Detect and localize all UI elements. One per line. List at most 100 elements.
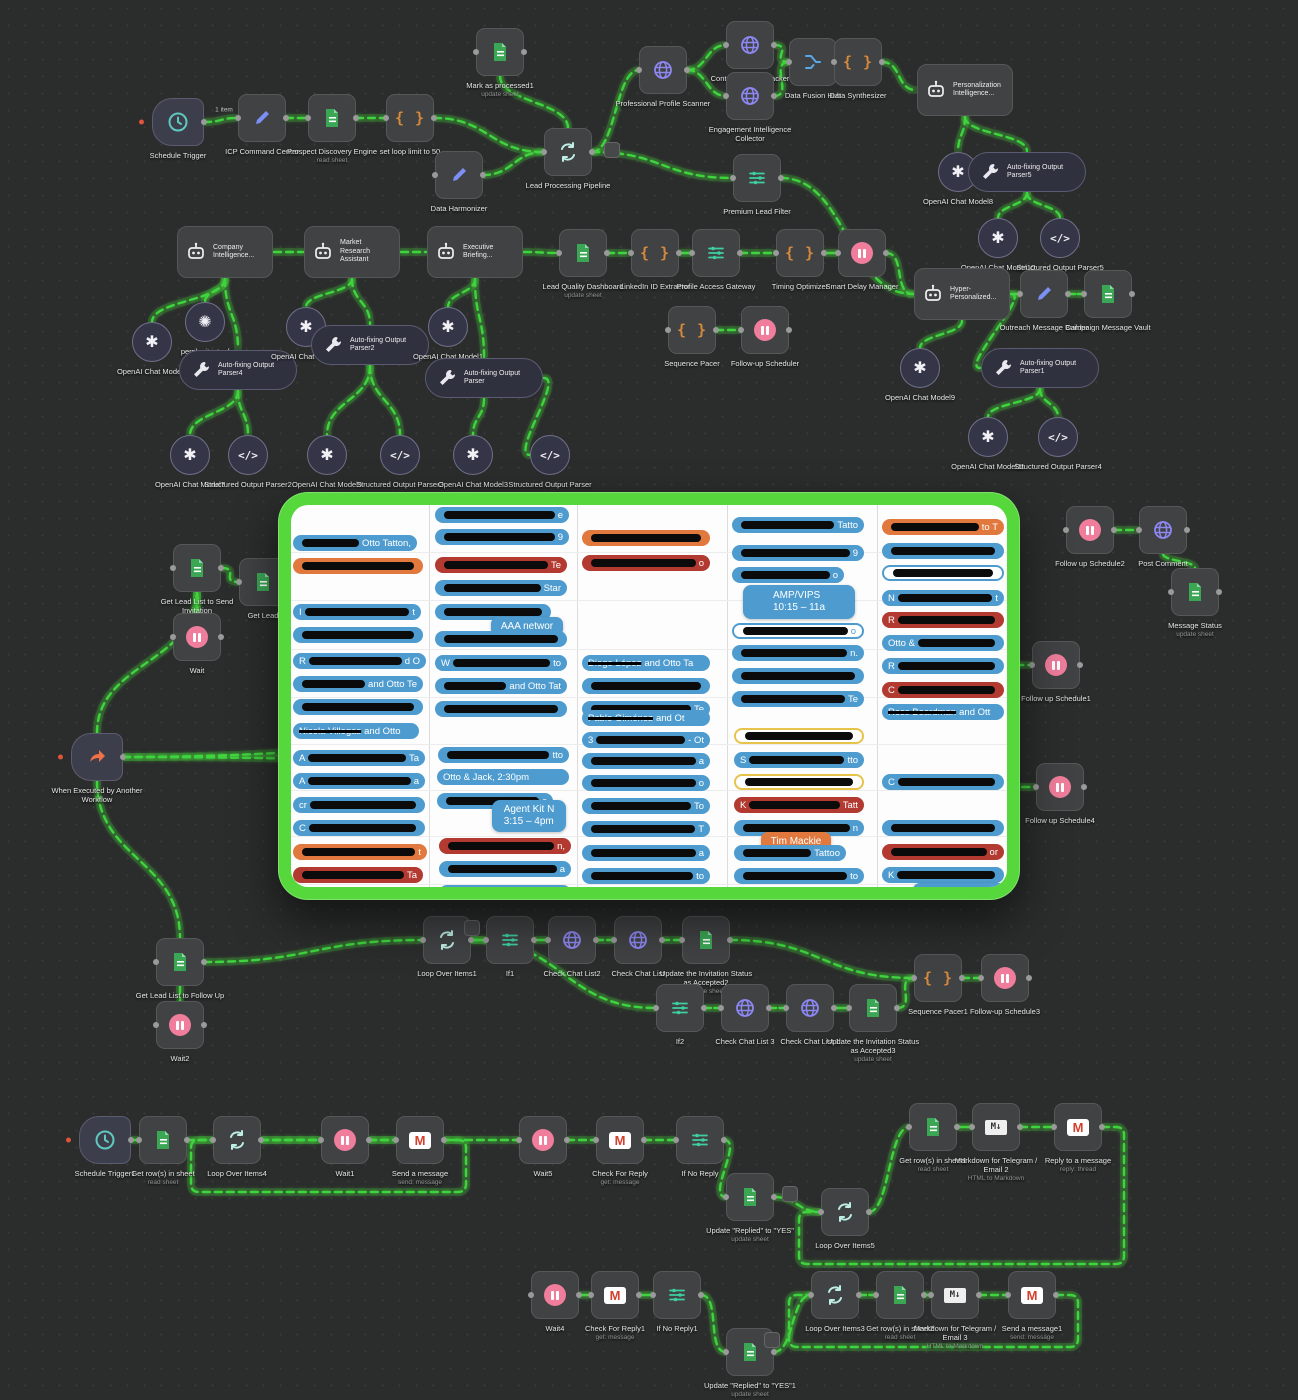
node-update-invite2[interactable]: Update the Invitation Status as Accepted… <box>660 916 752 995</box>
input-port[interactable] <box>723 42 729 48</box>
node-parser4[interactable]: Auto-fixing Output Parser4 <box>179 350 297 390</box>
node-body[interactable] <box>170 544 224 592</box>
node-sparser5[interactable]: </>Structured Output Parser5 <box>1016 218 1104 272</box>
input-port[interactable] <box>786 59 792 65</box>
node-body[interactable] <box>723 21 777 69</box>
node-perplexity[interactable]: ✺perplexity_tool <box>181 302 229 356</box>
input-port[interactable] <box>305 115 311 121</box>
node-outreach-builder[interactable]: Outreach Message Builder <box>1000 270 1088 332</box>
input-port[interactable] <box>1168 589 1174 595</box>
node-body[interactable] <box>723 72 777 120</box>
node-update-replied[interactable]: Update "Replied" to "YES"update sheet <box>706 1173 794 1243</box>
node-if-no-reply[interactable]: If No Reply <box>673 1116 727 1178</box>
mini-node[interactable] <box>782 1186 798 1202</box>
node-if-no-reply1[interactable]: If No Reply1 <box>650 1271 704 1333</box>
node-body[interactable]: M↓ <box>928 1271 982 1319</box>
node-engagement-collector[interactable]: Engagement Intelligence Collector <box>709 72 791 143</box>
output-port[interactable] <box>883 250 889 256</box>
output-port[interactable] <box>727 937 733 943</box>
node-body[interactable] <box>473 28 527 76</box>
node-loop-items3[interactable]: Loop Over Items3 <box>805 1271 865 1333</box>
node-body[interactable] <box>818 1188 872 1236</box>
node-oai3[interactable]: ✱OpenAI Chat Model3 <box>438 435 508 489</box>
node-icp-command-center[interactable]: ICP Command Center <box>225 94 299 156</box>
node-oai6[interactable]: ✱OpenAI Chat Model6 <box>117 322 187 376</box>
node-check-chat3[interactable]: Check Chat List 3 <box>715 984 775 1046</box>
input-port[interactable] <box>723 1349 729 1355</box>
input-port[interactable] <box>1136 527 1142 533</box>
output-port[interactable] <box>659 937 665 943</box>
output-port[interactable] <box>1129 291 1135 297</box>
node-body[interactable] <box>139 98 207 146</box>
output-port[interactable] <box>1053 1292 1059 1298</box>
output-port[interactable] <box>589 149 595 155</box>
output-port[interactable] <box>856 1292 862 1298</box>
node-body[interactable] <box>556 229 610 277</box>
input-port[interactable] <box>541 149 547 155</box>
output-port[interactable] <box>218 634 224 640</box>
node-sop0[interactable]: </>Structured Output Parser <box>508 435 592 489</box>
node-wait5[interactable]: Wait5 <box>516 1116 570 1178</box>
node-body[interactable] <box>541 128 595 176</box>
input-port[interactable] <box>588 1292 594 1298</box>
node-body[interactable]: M <box>1005 1271 1059 1319</box>
node-body[interactable]: { } <box>911 954 965 1002</box>
output-port[interactable] <box>1077 662 1083 668</box>
node-body[interactable]: </> <box>380 435 420 475</box>
node-body[interactable]: M↓ <box>969 1103 1023 1151</box>
input-port[interactable] <box>928 1292 934 1298</box>
output-port[interactable] <box>468 937 474 943</box>
output-port[interactable] <box>353 115 359 121</box>
node-body[interactable]: M <box>588 1271 642 1319</box>
input-port[interactable] <box>1029 662 1035 668</box>
output-port[interactable] <box>641 1137 647 1143</box>
input-port[interactable] <box>673 1137 679 1143</box>
output-port[interactable] <box>480 172 486 178</box>
node-body[interactable] <box>846 984 900 1032</box>
output-port[interactable] <box>431 115 437 121</box>
output-port[interactable] <box>531 937 537 943</box>
node-body[interactable]: ✱ <box>170 435 210 475</box>
input-port[interactable] <box>556 250 562 256</box>
node-body[interactable]: Auto-fixing Output Parser1 <box>981 348 1099 388</box>
input-port[interactable] <box>969 1124 975 1130</box>
input-port[interactable] <box>846 1005 852 1011</box>
node-body[interactable]: M <box>1051 1103 1105 1151</box>
node-body[interactable] <box>318 1116 372 1164</box>
node-body[interactable] <box>210 1116 264 1164</box>
node-body[interactable] <box>718 984 772 1032</box>
node-oai1[interactable]: ✱OpenAI Chat Model1 <box>413 307 483 361</box>
node-body[interactable] <box>723 1173 777 1221</box>
node-body[interactable]: M <box>593 1116 647 1164</box>
node-body[interactable] <box>170 613 224 661</box>
output-port[interactable] <box>771 93 777 99</box>
node-sop2[interactable]: </>Structured Output Parser2 <box>204 435 292 489</box>
node-wait1[interactable]: Wait1 <box>318 1116 372 1178</box>
output-port[interactable] <box>713 327 719 333</box>
node-body[interactable] <box>611 916 665 964</box>
node-smart-delay[interactable]: Smart Delay Manager <box>826 229 898 291</box>
input-port[interactable] <box>730 175 736 181</box>
output-port[interactable] <box>771 1194 777 1200</box>
output-port[interactable] <box>894 1005 900 1011</box>
output-port[interactable] <box>721 1137 727 1143</box>
node-body[interactable] <box>738 306 792 354</box>
input-port[interactable] <box>383 115 389 121</box>
input-port[interactable] <box>1017 291 1023 297</box>
node-check-chat2[interactable]: Check Chat List2 <box>543 916 601 978</box>
input-port[interactable] <box>679 937 685 943</box>
input-port[interactable] <box>818 1209 824 1215</box>
node-get-lead-invite[interactable]: Get Lead List to Send Invitationread she… <box>161 544 233 623</box>
input-port[interactable] <box>393 1137 399 1143</box>
node-body[interactable] <box>545 916 599 964</box>
input-port[interactable] <box>611 937 617 943</box>
output-port[interactable] <box>1081 784 1087 790</box>
output-port[interactable] <box>684 67 690 73</box>
input-port[interactable] <box>773 250 779 256</box>
